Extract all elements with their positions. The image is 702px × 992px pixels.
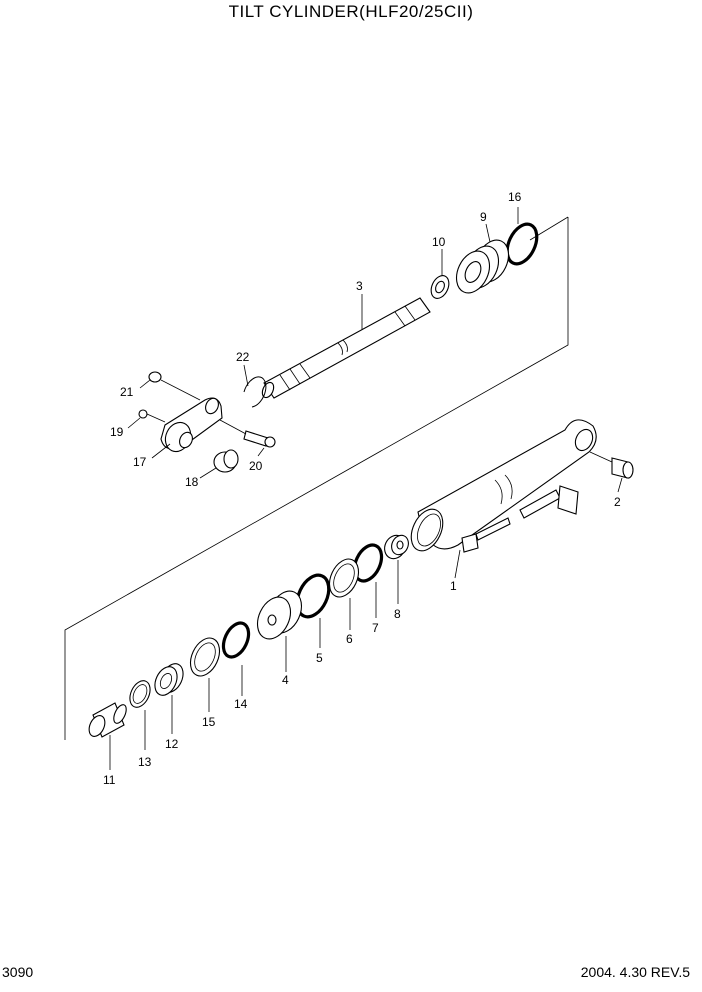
callout-5: 5 — [316, 651, 323, 665]
callout-20: 20 — [249, 459, 263, 473]
callout-9: 9 — [480, 210, 487, 224]
part-9-gland — [455, 239, 510, 294]
part-2-bushing — [589, 451, 634, 479]
callout-1: 1 — [450, 579, 457, 593]
part-7-o-ring — [352, 543, 384, 583]
callout-labels: 1 2 3 4 5 6 7 8 9 10 11 12 13 14 15 16 1… — [103, 190, 621, 787]
part-14-o-ring — [221, 621, 251, 659]
page-number: 3090 — [2, 964, 34, 980]
callout-6: 6 — [346, 632, 353, 646]
part-8-nut — [384, 534, 409, 560]
callout-12: 12 — [165, 737, 179, 751]
callout-18: 18 — [185, 475, 199, 489]
leader-lines — [109, 207, 623, 770]
revision-date: 2004. 4.30 REV.5 — [580, 964, 690, 980]
callout-13: 13 — [138, 755, 152, 769]
part-16-o-ring — [505, 222, 539, 266]
part-12-wear-ring — [154, 663, 184, 696]
part-4-piston — [256, 590, 303, 640]
part-19-grease-nipple — [138, 409, 166, 423]
part-21-nut — [148, 371, 201, 401]
callout-4: 4 — [282, 673, 289, 687]
part-3-piston-rod — [261, 297, 431, 399]
part-15-backup-ring — [189, 637, 221, 677]
part-5-o-ring — [295, 573, 331, 619]
part-11-bushing — [88, 702, 127, 738]
callout-11: 11 — [103, 773, 116, 787]
part-17-rod-end — [160, 397, 223, 453]
part-20-bolt — [219, 419, 276, 448]
callout-15: 15 — [202, 715, 216, 729]
part-18-bushing — [213, 449, 239, 473]
part-1-cylinder-tube — [410, 419, 597, 553]
callout-8: 8 — [394, 607, 401, 621]
callout-17: 17 — [133, 455, 147, 469]
callout-10: 10 — [432, 235, 446, 249]
callout-22: 22 — [236, 350, 250, 364]
page-title: TILT CYLINDER(HLF20/25CII) — [228, 2, 474, 21]
callout-21: 21 — [120, 385, 134, 399]
callout-16: 16 — [508, 190, 522, 204]
part-10-seal — [430, 275, 450, 299]
callout-3: 3 — [356, 279, 363, 293]
callout-14: 14 — [234, 697, 248, 711]
callout-2: 2 — [614, 495, 621, 509]
part-13-ring — [129, 680, 151, 708]
part-6-backup-ring — [328, 558, 360, 598]
callout-7: 7 — [372, 621, 379, 635]
part-22-snap-ring — [243, 376, 267, 408]
callout-19: 19 — [110, 425, 124, 439]
